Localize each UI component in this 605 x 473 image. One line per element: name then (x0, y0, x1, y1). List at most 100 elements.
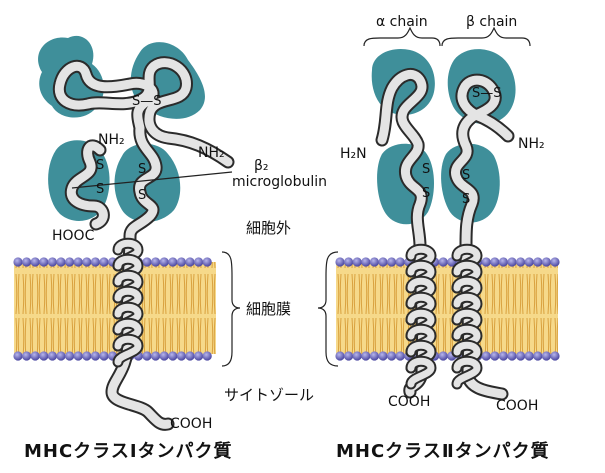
lipid-head (13, 351, 23, 361)
beta-chain-bracket (441, 26, 531, 47)
lipid-head (185, 257, 195, 267)
lipid-head (202, 351, 212, 361)
lipid-head (550, 351, 560, 361)
class1-ss-mid-s1: S (138, 162, 147, 177)
lipid-head (142, 351, 152, 361)
lipid-head (56, 257, 66, 267)
class1-ss-left-s2: S (96, 182, 105, 197)
class1-hooc: HOOC (52, 228, 95, 244)
membrane-brace-center (221, 251, 241, 367)
lipid-head (65, 257, 75, 267)
lipid-head (387, 257, 397, 267)
lipid-head (369, 351, 379, 361)
class2-ss-left-s2: S (422, 186, 431, 201)
lipid-head (159, 257, 169, 267)
lipid-head (507, 257, 517, 267)
lipid-head (369, 257, 379, 267)
lipid-head (47, 351, 58, 361)
lipid-head (335, 257, 345, 267)
lipid-head (151, 351, 161, 361)
lipid-head (361, 351, 371, 361)
class2-ss-left-s1: S (422, 162, 431, 177)
membrane-label: 細胞膜 (246, 300, 292, 318)
lipid-head (13, 257, 23, 267)
lipid-head (438, 257, 448, 267)
lipid-head (176, 351, 186, 361)
class1-ss-top: S—S (132, 94, 162, 109)
class2-ss-top: S—S (472, 86, 502, 101)
lipid-head (378, 351, 388, 361)
membrane-brace-right (317, 251, 339, 367)
helix-turn (407, 357, 435, 388)
lipid-head (541, 257, 552, 267)
lipid-head (202, 257, 212, 267)
membrane-class2 (335, 257, 560, 361)
lipid-head (65, 351, 75, 361)
lipid-head (498, 257, 508, 267)
lipid-head (498, 351, 508, 361)
extracellular-label: 細胞外 (246, 219, 292, 237)
cytosol-label: サイトゾール (224, 386, 315, 404)
lipid-head (22, 351, 32, 361)
lipid-head (378, 257, 388, 267)
lipid-head (344, 257, 354, 267)
lipid-head (176, 257, 186, 267)
lipid-head (335, 351, 345, 361)
lipid-head (73, 257, 83, 267)
lipid-head (90, 351, 100, 361)
lipid-head (194, 257, 204, 267)
lipid-head (524, 351, 534, 361)
lipid-head (481, 257, 491, 267)
alpha-chain-bracket (363, 26, 441, 47)
lipid-head (73, 351, 83, 361)
lipid-head (344, 351, 354, 361)
lipid-head (168, 351, 178, 361)
lipid-head (507, 351, 517, 361)
lipid-head (533, 257, 543, 267)
beta-chain-label: β chain (466, 14, 518, 30)
lipid-head (395, 257, 405, 267)
lipid-head (490, 351, 500, 361)
lipid-head (82, 351, 92, 361)
lipid-head (481, 351, 491, 361)
class1-caption: MHCクラスⅠタンパク質 (24, 441, 233, 462)
class2-ss-right-s1: S (462, 168, 471, 183)
class2-h2n: H₂N (340, 146, 367, 162)
lipid-head (541, 351, 552, 361)
lipid-head (56, 351, 66, 361)
lipid-head (168, 257, 178, 267)
lipid-head (151, 257, 161, 267)
lipid-head (524, 257, 534, 267)
lipid-head (142, 257, 152, 267)
class2-protein (363, 26, 531, 401)
helix-turn (453, 357, 481, 388)
transmembrane-helix-beta (451, 243, 483, 390)
class2-ss-right-s2: S (462, 192, 471, 207)
transmembrane-helix-alpha (405, 243, 437, 390)
lipid-head (90, 257, 100, 267)
class1-nh2-right: NH₂ (198, 145, 225, 161)
class1-nh2-left: NH₂ (98, 132, 125, 148)
class1-ss-left-s1: S (96, 158, 105, 173)
lipid-head (352, 351, 362, 361)
lipid-head (516, 351, 526, 361)
lipid-head (99, 351, 109, 361)
lipid-head (516, 257, 526, 267)
lipid-head (39, 351, 49, 361)
lipid-head (194, 351, 204, 361)
lipid-head (490, 257, 500, 267)
class1-protein (38, 35, 235, 431)
lipid-head (185, 351, 195, 361)
beta2-label: β₂ (254, 158, 269, 174)
class2-nh2: NH₂ (518, 136, 545, 152)
lipid-head (395, 351, 405, 361)
transmembrane-helix (112, 237, 144, 368)
lipid-head (352, 257, 362, 267)
class2-cooh-right: COOH (496, 398, 539, 414)
class2-cooh-left: COOH (388, 394, 431, 410)
lipid-head (438, 351, 448, 361)
lipid-head (159, 351, 169, 361)
lipid-head (30, 257, 40, 267)
lipid-head (22, 257, 32, 267)
lipid-head (533, 351, 543, 361)
